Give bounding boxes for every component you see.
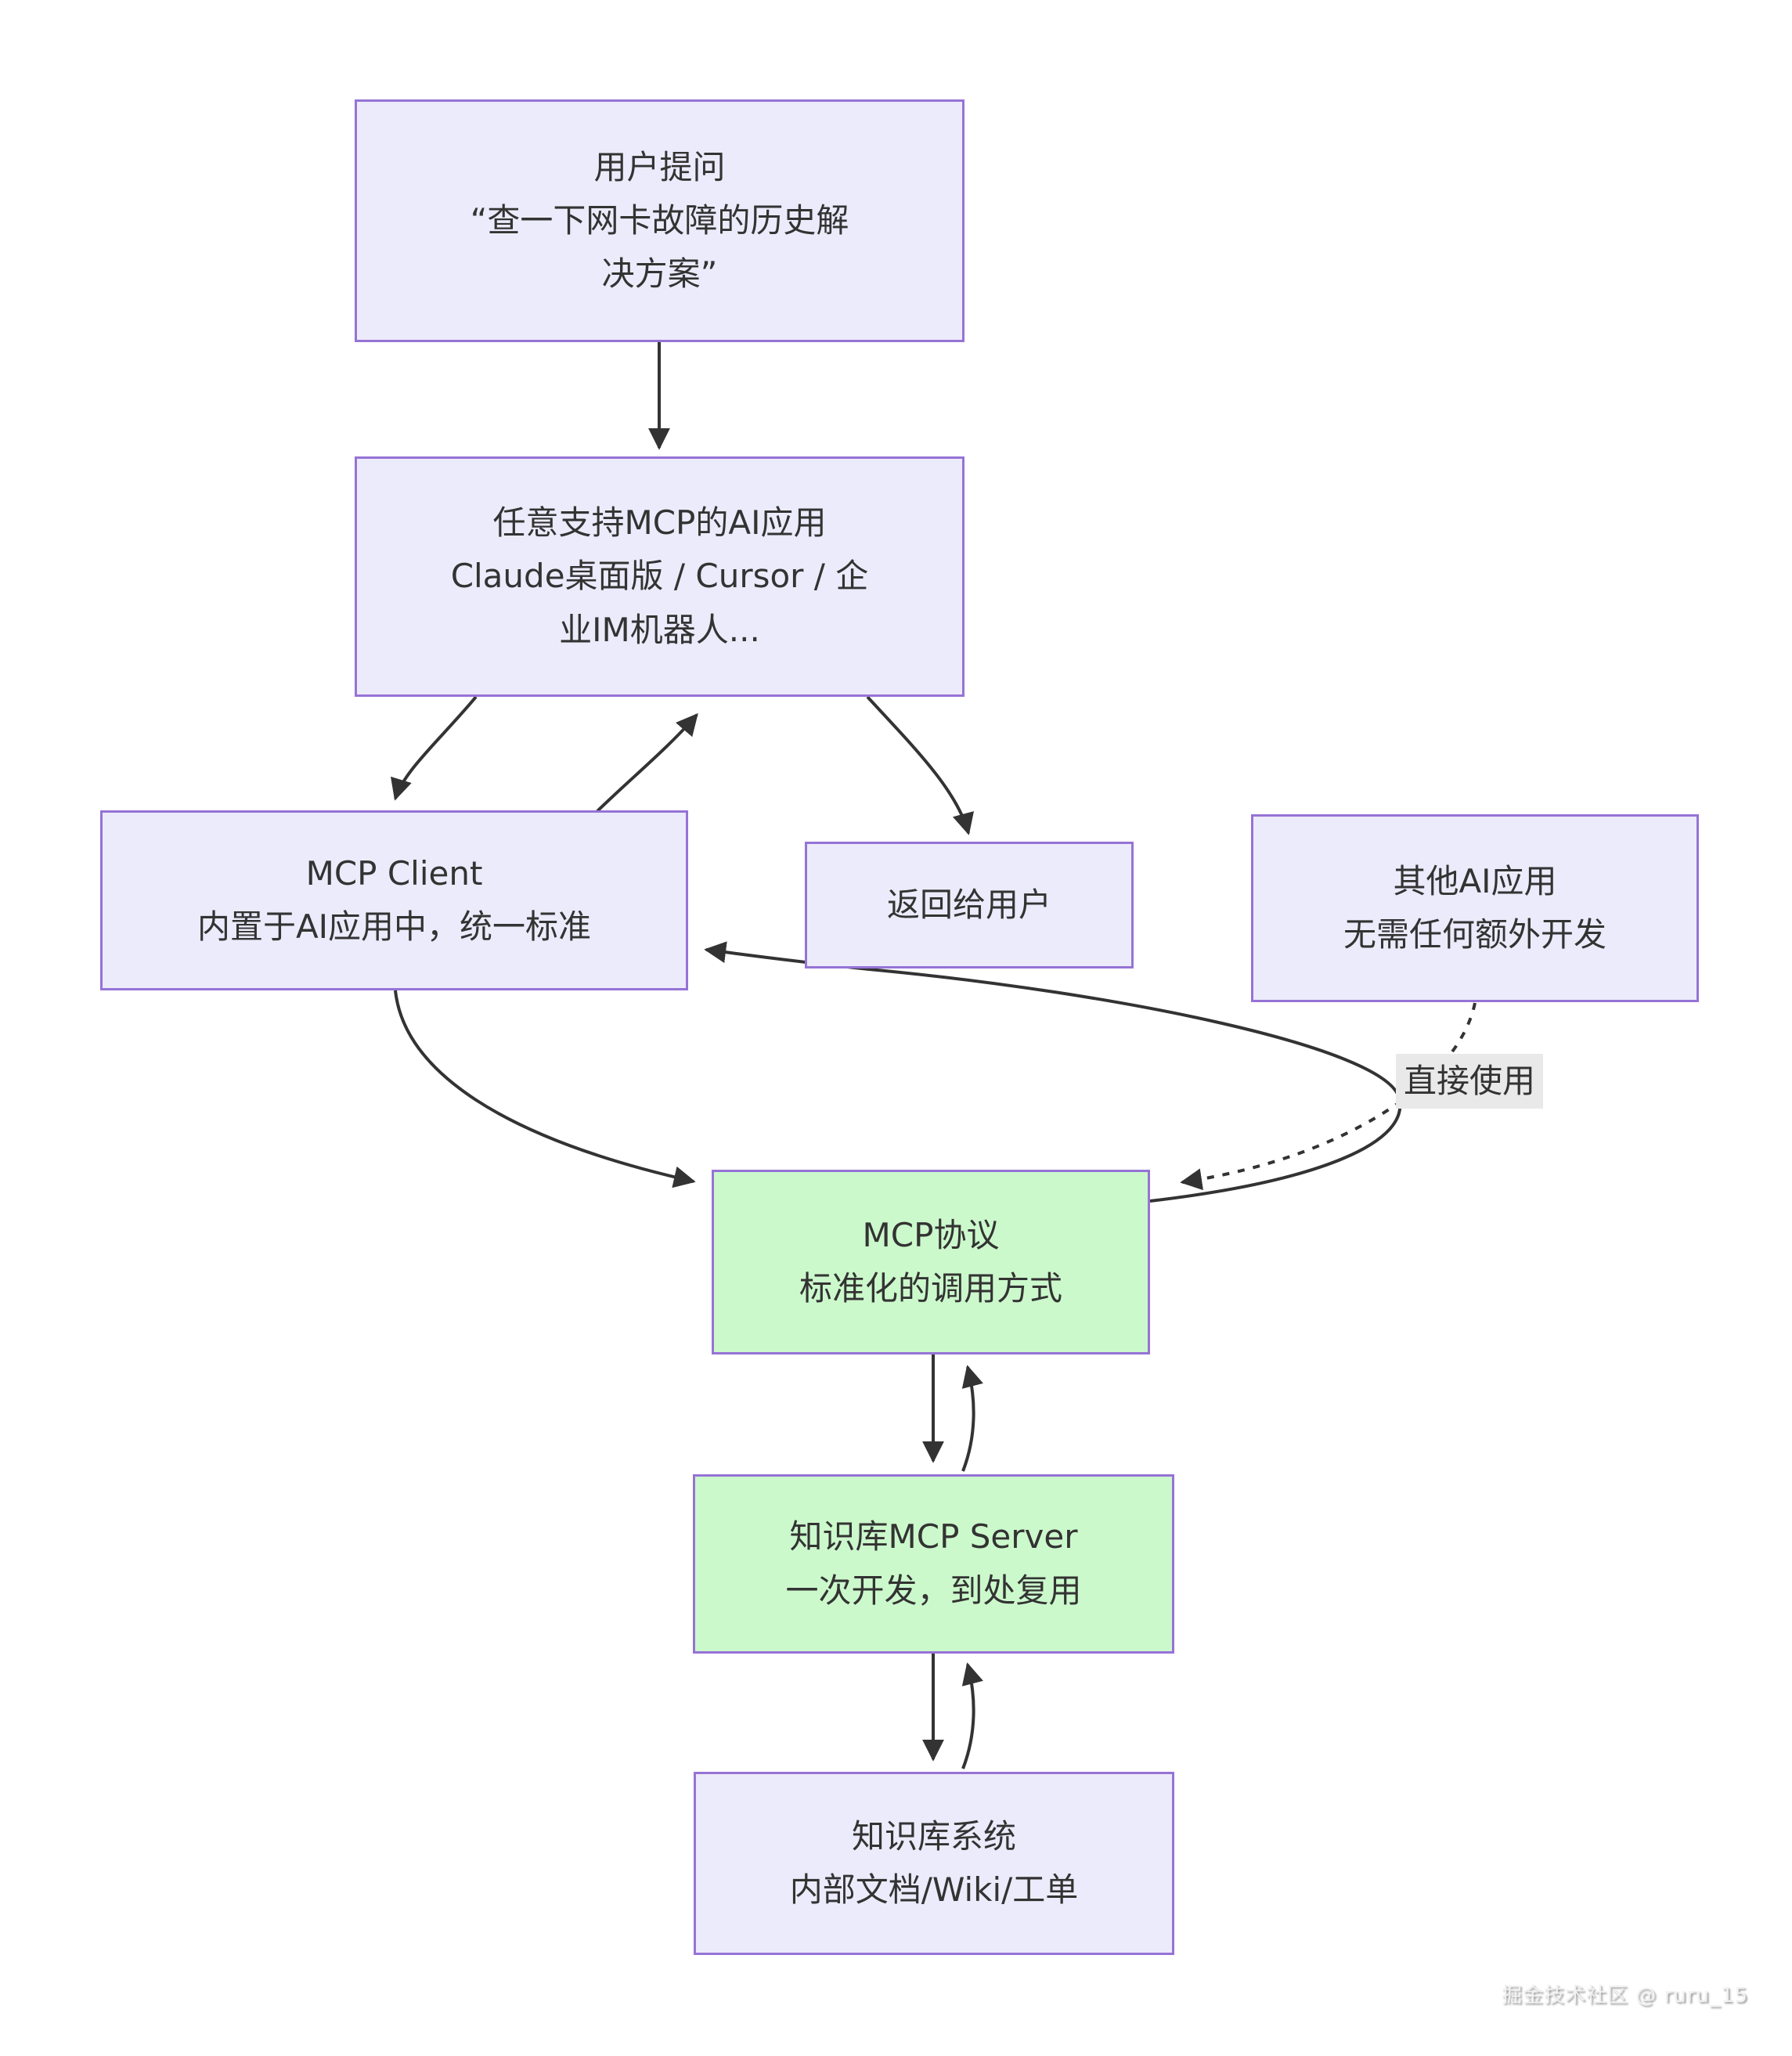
node-user-question-line3: 决方案” <box>601 254 718 294</box>
edge-mcp-client-to-mcp-protocol <box>394 990 696 1189</box>
node-kb-mcp-server-line2: 一次开发，到处复用 <box>785 1571 1082 1610</box>
node-ai-app-line2: Claude桌面版 / Cursor / 企 <box>450 557 869 596</box>
edge-label-direct-use: 直接使用 <box>1396 1054 1544 1109</box>
node-mcp-protocol-line1: MCP协议 <box>862 1215 1000 1254</box>
node-user-question-line1: 用户提问 <box>593 147 726 186</box>
node-kb-system-line2: 内部文档/Wiki/工单 <box>789 1870 1079 1909</box>
node-ai-app-line3: 业IM机器人... <box>559 610 760 649</box>
edge-ai-app-to-mcp-client <box>390 695 478 801</box>
edge-kb-system-to-kb-mcp-server <box>961 1662 983 1769</box>
node-return-to-user-line1: 返回给用户 <box>886 885 1051 924</box>
node-mcp-client-line1: MCP Client <box>305 853 483 893</box>
node-kb-system: 知识库系统 内部文档/Wiki/工单 <box>694 1772 1174 1955</box>
node-user-question: 用户提问 “查一下网卡故障的历史解 决方案” <box>355 99 965 342</box>
watermark-text: 掘金技术社区 @ ruru_15 <box>1502 1984 1748 2007</box>
edge-ai-app-to-return-to-user <box>866 695 974 835</box>
node-kb-mcp-server-line1: 知识库MCP Server <box>789 1517 1078 1556</box>
edge-other-ai-apps-to-mcp-protocol <box>1180 1002 1477 1191</box>
node-mcp-protocol-line2: 标准化的调用方式 <box>799 1269 1062 1308</box>
node-user-question-line2: “查一下网卡故障的历史解 <box>470 200 849 240</box>
node-other-ai-apps-line1: 其他AI应用 <box>1393 861 1557 900</box>
node-ai-app: 任意支持MCP的AI应用 Claude桌面版 / Cursor / 企 业IM机… <box>355 456 965 697</box>
node-kb-system-line1: 知识库系统 <box>851 1816 1016 1856</box>
edge-kb-mcp-server-to-mcp-protocol <box>961 1365 983 1472</box>
node-mcp-client: MCP Client 内置于AI应用中，统一标准 <box>100 810 688 990</box>
node-mcp-protocol: MCP协议 标准化的调用方式 <box>712 1170 1150 1354</box>
node-other-ai-apps-line2: 无需任何额外开发 <box>1343 915 1606 954</box>
node-other-ai-apps: 其他AI应用 无需任何额外开发 <box>1251 814 1699 1002</box>
node-ai-app-line1: 任意支持MCP的AI应用 <box>492 503 827 543</box>
node-mcp-client-line2: 内置于AI应用中，统一标准 <box>197 907 592 946</box>
node-return-to-user: 返回给用户 <box>805 842 1134 968</box>
node-kb-mcp-server: 知识库MCP Server 一次开发，到处复用 <box>693 1474 1174 1654</box>
edge-mcp-client-to-ai-app <box>596 712 698 813</box>
